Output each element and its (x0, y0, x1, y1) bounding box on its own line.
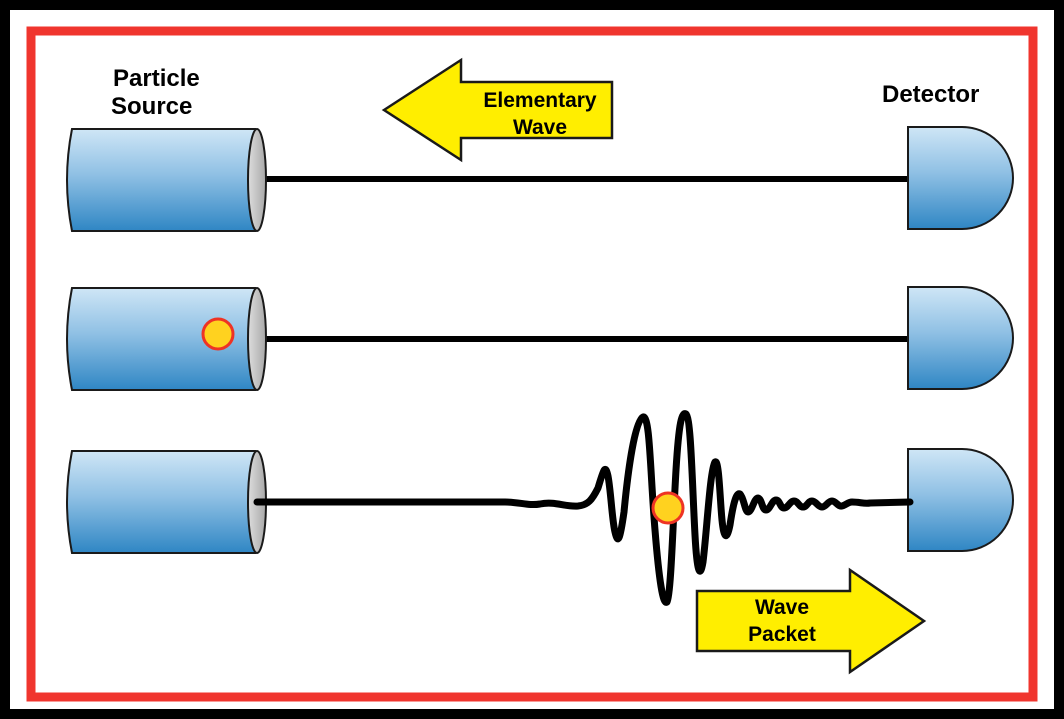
row-2 (66, 286, 1014, 391)
detector-label: Detector (882, 81, 979, 108)
d-shape-icon (907, 126, 1014, 230)
wave-packet-label-line1: Wave (755, 596, 809, 619)
inner-frame (26, 26, 1038, 702)
elementary-wave-label-line2: Wave (513, 116, 567, 139)
source-label-line2: Source (111, 93, 192, 120)
wave-packet-line (253, 410, 914, 606)
row-3 (66, 410, 1014, 606)
elementary-wave-label-line1: Elementary (483, 89, 597, 112)
particle-circle-icon (651, 491, 685, 525)
source-label-line1: Particle (113, 65, 200, 92)
d-shape-icon (907, 448, 1014, 552)
cylinder-icon (66, 450, 267, 554)
particle-circle-icon (201, 317, 235, 351)
row-1 (66, 126, 1014, 232)
arrow-right-icon (695, 567, 927, 675)
cylinder-icon (66, 287, 267, 391)
cylinder-icon (66, 128, 267, 232)
arrow-left-icon (381, 57, 614, 163)
d-shape-icon (907, 286, 1014, 390)
wave-packet-label-line2: Packet (748, 623, 816, 646)
